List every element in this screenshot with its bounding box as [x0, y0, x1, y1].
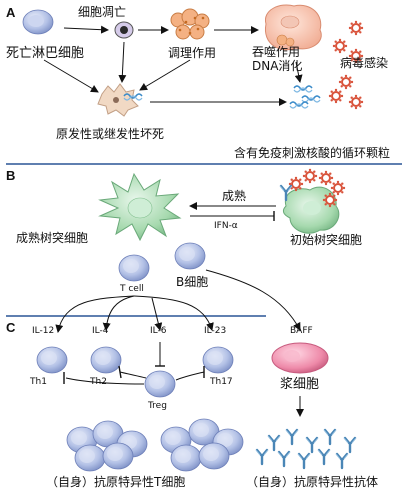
t-cell: [118, 254, 150, 282]
viral-infection-label: 病毒感染: [340, 56, 389, 70]
necrotic-cell: [97, 83, 139, 117]
dying-lymphocyte-label: 死亡淋巴细胞: [6, 46, 85, 61]
th1-label: Th1: [30, 377, 47, 387]
phagocytosis-label: 吞噬作用: [252, 45, 301, 59]
virus-icon: [329, 179, 347, 197]
panel-b-graphics: [98, 167, 347, 331]
th1-cell: [36, 346, 68, 374]
th2-cell: [90, 346, 122, 374]
dna-fragment-icon: [301, 95, 321, 103]
ifn-alpha-label: IFN-α: [214, 221, 238, 231]
arrow: [102, 295, 135, 331]
t-cell-cluster: [160, 418, 244, 472]
opsonization-label: 调理作用: [168, 46, 217, 60]
b-cell-label: B细胞: [176, 275, 209, 289]
th2-label: Th2: [90, 377, 107, 387]
virus-icon: [331, 37, 349, 55]
il23-label: IL-23: [204, 326, 227, 336]
auto-t-cells-label: （自身）抗原特异性T细胞: [46, 475, 186, 489]
treg-inhibit-th17: [175, 371, 205, 381]
t-cell-label: T cell: [120, 284, 144, 294]
th17-label: Th17: [210, 377, 233, 387]
arrow: [139, 59, 191, 91]
dying-lymphocyte-cell: [22, 9, 54, 35]
necrosis-label: 原发性或继发性坏死: [56, 127, 165, 141]
arrow: [43, 59, 99, 93]
virus-icon: [327, 87, 345, 105]
opsonized-cluster: [170, 8, 210, 40]
plasma-cell-label: 浆细胞: [280, 377, 320, 392]
t-cell-cluster: [66, 420, 148, 472]
arrow: [118, 41, 127, 83]
panel-b-label: B: [6, 168, 16, 183]
panel-a-label: A: [6, 5, 16, 20]
panel-c-label: C: [6, 320, 16, 335]
arrow: [151, 297, 163, 331]
apoptotic-cell: [114, 21, 134, 39]
immature-dc-label: 初始树突细胞: [290, 233, 363, 247]
il4-label: IL-4: [92, 326, 109, 336]
b-cell: [174, 242, 206, 270]
arrow: [63, 25, 109, 34]
dna-digestion-label: DNA消化: [252, 59, 303, 73]
treg-label: Treg: [148, 401, 167, 411]
treg-inhibit-th2: [119, 371, 147, 379]
virus-icon: [337, 73, 355, 91]
maturation-label: 成熟: [222, 189, 247, 203]
arrow: [294, 61, 303, 83]
immature-dendritic-cell: [282, 186, 340, 234]
dna-fragment-icon: [293, 85, 313, 93]
il12-label: IL-12: [32, 326, 55, 336]
virus-icon: [287, 175, 305, 193]
inhibit-bar: [118, 365, 122, 379]
apoptosis-label: 细胞凋亡: [78, 5, 127, 19]
antibody-group: [254, 428, 358, 470]
arrow: [55, 295, 135, 333]
dna-fragment-icon: [289, 101, 309, 109]
il6-label: IL-6: [150, 326, 167, 336]
panel-c-graphics: [36, 295, 358, 472]
th17-cell: [202, 346, 234, 374]
macrophage-cell: [264, 4, 322, 51]
virus-icon: [301, 167, 319, 185]
plasma-cell: [271, 342, 329, 374]
arrow: [133, 295, 214, 331]
virus-icon: [317, 169, 335, 187]
treg-cell: [144, 370, 176, 398]
baff-label: BAFF: [290, 326, 313, 336]
virus-icon: [347, 93, 365, 111]
treg-inhibit-th1: [65, 377, 145, 385]
virus-icon: [347, 19, 365, 37]
auto-antibodies-label: （自身）抗原特异性抗体: [246, 475, 379, 489]
panel-a-graphics: [22, 4, 365, 117]
circulating-particles-label: 含有免疫刺激核酸的循环颗粒: [234, 146, 391, 160]
mature-dendritic-cell: [98, 172, 182, 242]
virus-icon: [321, 191, 339, 209]
mature-dc-label: 成熟树突细胞: [16, 231, 89, 245]
b-cell-to-plasma-arrow: [205, 269, 301, 331]
